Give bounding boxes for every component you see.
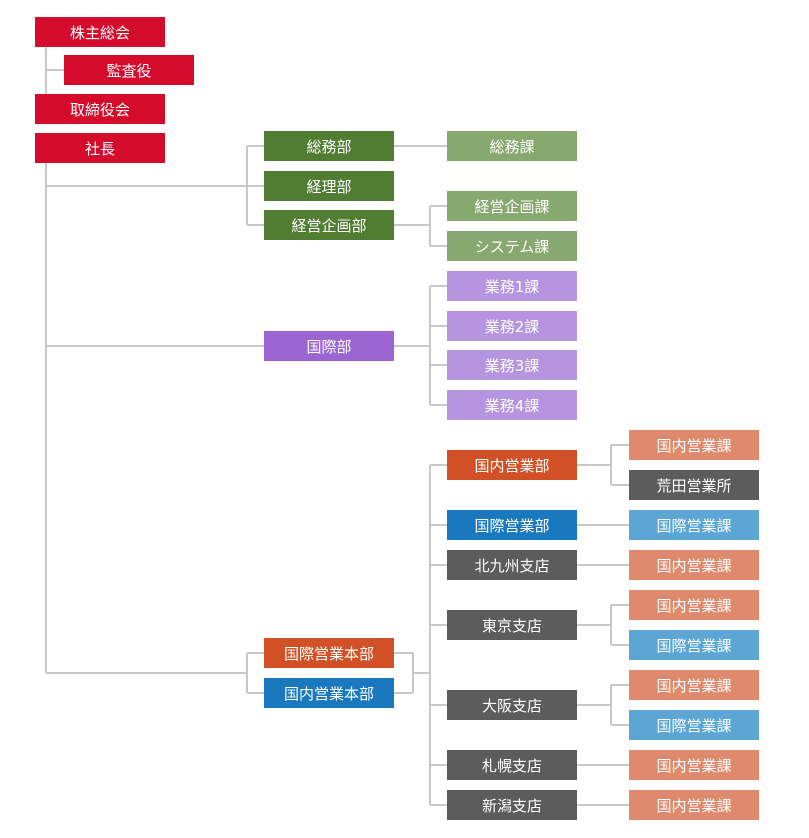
auditor: 監査役 [64, 55, 194, 85]
international-dept: 国際部 [264, 331, 394, 361]
accounting-dept: 経理部 [264, 171, 394, 201]
board: 取締役会 [35, 94, 165, 124]
intl-sales-section-3: 国際営業課 [629, 710, 759, 740]
biz1-section: 業務1課 [447, 271, 577, 301]
sapporo-branch: 札幌支店 [447, 750, 577, 780]
biz3-section: 業務3課 [447, 350, 577, 380]
dom-sales-section-4: 国内営業課 [629, 670, 759, 700]
biz4-section: 業務4課 [447, 390, 577, 420]
niigata-branch: 新潟支店 [447, 790, 577, 820]
dom-sales-section-2: 国内営業課 [629, 550, 759, 580]
shareholders: 株主総会 [35, 17, 165, 47]
osaka-branch: 大阪支店 [447, 690, 577, 720]
dom-sales-hq: 国内営業本部 [264, 678, 394, 708]
arata-office: 荒田営業所 [629, 470, 759, 500]
dom-sales-section-6: 国内営業課 [629, 790, 759, 820]
tokyo-branch: 東京支店 [447, 610, 577, 640]
general-affairs-dept: 総務部 [264, 131, 394, 161]
intl-sales-hq: 国際営業本部 [264, 638, 394, 668]
intl-sales-section-1: 国際営業課 [629, 510, 759, 540]
planning-dept: 経営企画部 [264, 210, 394, 240]
biz2-section: 業務2課 [447, 311, 577, 341]
dom-sales-section-3: 国内営業課 [629, 590, 759, 620]
kitakyushu-branch: 北九州支店 [447, 550, 577, 580]
planning-section: 経営企画課 [447, 191, 577, 221]
general-affairs-section: 総務課 [447, 131, 577, 161]
dom-sales-section-1: 国内営業課 [629, 430, 759, 460]
system-section: システム課 [447, 231, 577, 261]
president: 社長 [35, 133, 165, 163]
dom-sales-dept: 国内営業部 [447, 450, 577, 480]
intl-sales-section-2: 国際営業課 [629, 630, 759, 660]
dom-sales-section-5: 国内営業課 [629, 750, 759, 780]
intl-sales-dept: 国際営業部 [447, 510, 577, 540]
